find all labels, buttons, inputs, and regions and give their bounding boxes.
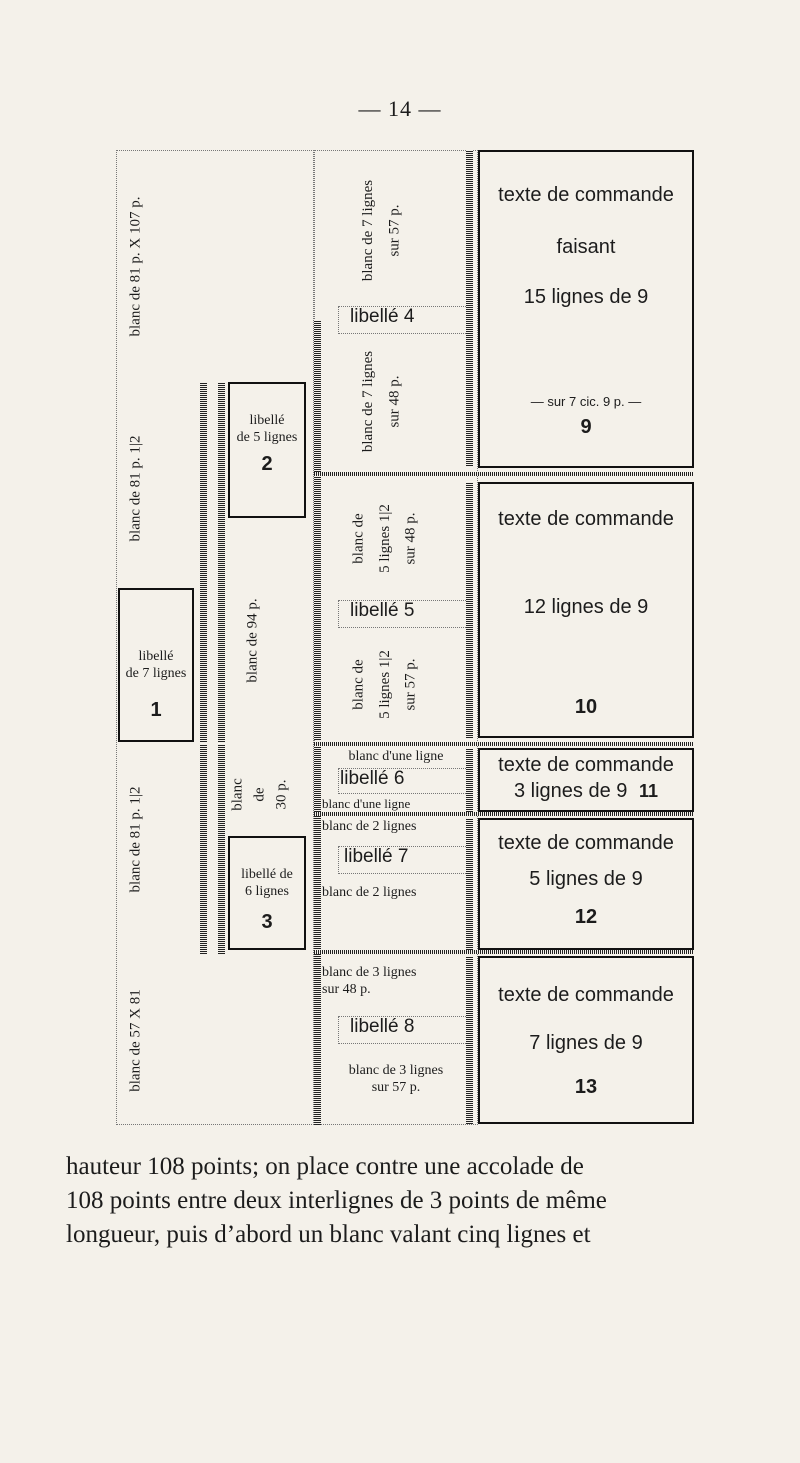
blanc-81-half-b-label: blanc de 81 p. 1|2	[127, 786, 144, 892]
commande-box-9: texte de commande faisant 15 lignes de 9…	[478, 150, 694, 468]
libelle-4-label: libellé 4	[350, 306, 415, 327]
blanc-3-48-label: blanc de 3 lignes sur 48 p.	[322, 965, 417, 997]
libelle-2-text: libellé de 5 lignes	[236, 413, 298, 445]
blanc-94-label: blanc de 94 p.	[244, 597, 261, 683]
interligne-2	[314, 742, 694, 746]
brace-inner-4	[314, 815, 321, 955]
libelle-2-box: libellé de 5 lignes 2	[228, 382, 306, 518]
box-9-line2: faisant	[556, 236, 616, 258]
blanc-7-57-label: blanc de 7 lignes sur 57 p.	[360, 179, 403, 281]
libelle-1-box: libellé de 7 lignes 1	[118, 588, 194, 742]
interligne-1	[314, 472, 694, 476]
commande-box-13: texte de commande 7 lignes de 9 13	[478, 956, 694, 1124]
box-13-line2: 7 lignes de 9	[529, 1032, 643, 1054]
box-9-line1: texte de commande	[498, 184, 674, 206]
box-13-line1: texte de commande	[498, 984, 674, 1006]
box-11-number: 11	[638, 781, 658, 801]
libelle-3-text: libellé de 6 lignes	[241, 867, 293, 899]
box-9-number: 9	[580, 416, 592, 438]
libelle-3-box: libellé de 6 lignes 3	[228, 836, 306, 950]
blanc-5-57-label: blanc de 5 lignes 1|2 sur 57 p.	[350, 649, 419, 719]
paragraph-line-1: hauteur 108 points; on place contre une …	[66, 1153, 584, 1180]
blanc-81-half-a-label: blanc de 81 p. 1|2	[127, 435, 144, 541]
paragraph-line-3: longueur, puis d’abord un blanc valant c…	[66, 1221, 591, 1248]
box-9-line3: 15 lignes de 9	[523, 286, 649, 308]
brace-right-1	[466, 150, 473, 466]
box-10-number: 10	[574, 696, 598, 718]
body-paragraph: hauteur 108 points; on place contre une …	[66, 1150, 756, 1252]
box-12-line2: 5 lignes de 9	[529, 868, 643, 890]
brace-right-5	[466, 956, 473, 1124]
box-12-line1: texte de commande	[498, 832, 674, 854]
blanc-5-48-label: blanc de 5 lignes 1|2 sur 48 p.	[350, 503, 419, 573]
commande-box-11: texte de commande 3 lignes de 9 11	[478, 748, 694, 812]
box-10-line1: texte de commande	[498, 508, 674, 530]
libelle-1-number: 1	[150, 699, 162, 721]
page-number: — 14 —	[358, 96, 442, 121]
blanc-2-lignes-top: blanc de 2 lignes	[322, 819, 417, 834]
blanc-2-lignes-bottom: blanc de 2 lignes	[322, 885, 417, 900]
blanc-3-57-label: blanc de 3 lignes sur 57 p.	[348, 1063, 444, 1095]
blanc-7-48-label: blanc de 7 lignes sur 48 p.	[360, 350, 403, 452]
commande-box-12: texte de commande 5 lignes de 9 12	[478, 818, 694, 950]
box-11-line2-wrap: 3 lignes de 9 11	[480, 780, 692, 803]
brace-right-3	[466, 748, 473, 812]
interligne-4	[314, 950, 694, 954]
box-11-line1: texte de commande	[498, 754, 674, 776]
brace-inner-5	[314, 955, 321, 1125]
brace-left-2	[200, 744, 207, 954]
libelle-6-label: libellé 6	[340, 768, 405, 789]
brace-right-4	[466, 818, 473, 950]
blanc-81x107-label: blanc de 81 p. X 107 p.	[127, 196, 144, 336]
blanc-une-ligne-bottom: blanc d'une ligne	[322, 796, 411, 811]
brace-inner-1	[314, 320, 321, 520]
libelle-2-number: 2	[261, 453, 273, 475]
libelle-7-label: libellé 7	[344, 846, 409, 867]
box-13-number: 13	[574, 1076, 598, 1098]
blanc-de-30-label: blanc de 30 p.	[229, 777, 290, 811]
libelle-8-label: libellé 8	[350, 1016, 415, 1037]
libelle-5-label: libellé 5	[350, 600, 415, 621]
blanc-57x81-label: blanc de 57 X 81	[127, 988, 144, 1092]
brace-inner-2	[314, 520, 321, 740]
brace-right-2	[466, 482, 473, 738]
box-11-line2: 3 lignes de 9	[513, 780, 628, 802]
brace-mid-2	[218, 744, 225, 954]
interligne-3	[314, 812, 694, 816]
brace-inner-3	[314, 744, 321, 814]
blanc-une-ligne-top: blanc d'une ligne	[348, 749, 444, 764]
libelle-1-text: libellé de 7 lignes	[125, 649, 187, 681]
paragraph-line-2: 108 points entre deux interlignes de 3 p…	[66, 1187, 607, 1214]
box-10-line2: 12 lignes de 9	[523, 596, 649, 618]
left-column-guide	[116, 150, 314, 1125]
brace-mid-1	[218, 382, 225, 742]
box-9-note: — sur 7 cic. 9 p. —	[530, 394, 642, 409]
commande-box-10: texte de commande 12 lignes de 9 10	[478, 482, 694, 738]
brace-left-1	[200, 382, 207, 742]
box-12-number: 12	[574, 906, 598, 928]
libelle-3-number: 3	[261, 911, 273, 933]
